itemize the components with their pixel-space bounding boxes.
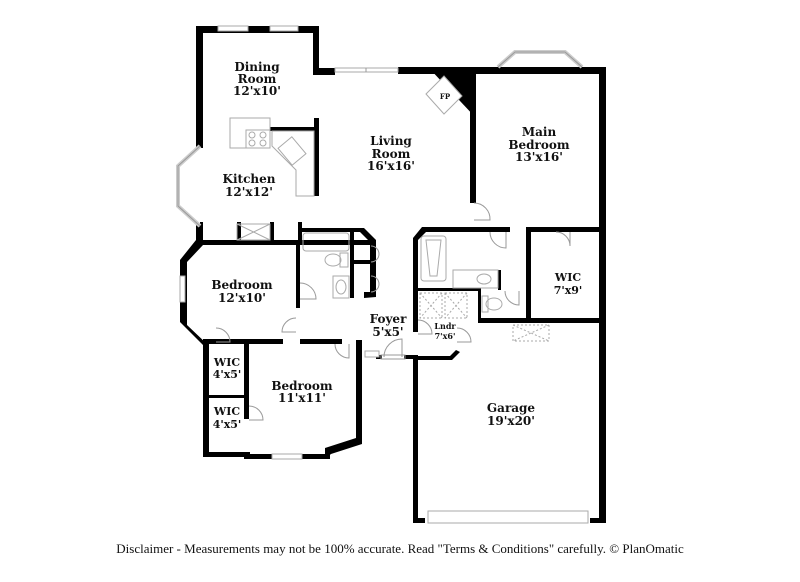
svg-text:FP: FP <box>440 92 451 101</box>
svg-text:7'x9': 7'x9' <box>554 284 583 297</box>
svg-text:Bedroom: Bedroom <box>271 379 332 393</box>
svg-text:Room: Room <box>372 147 411 161</box>
svg-text:4'x5': 4'x5' <box>213 368 242 381</box>
room-label-kitchen: Kitchen 12'x12' <box>223 172 276 199</box>
fireplace: FP <box>425 75 463 115</box>
cooktop <box>245 129 271 149</box>
vanity <box>452 269 499 289</box>
walls-bath-laundry <box>413 227 606 523</box>
garage-door <box>427 510 589 524</box>
bay-window <box>176 144 202 228</box>
svg-text:Bedroom: Bedroom <box>508 138 569 152</box>
room-label-wic-main: WIC 7'x9' <box>554 271 583 297</box>
svg-text:WIC: WIC <box>213 356 240 369</box>
disclaimer-text: Disclaimer - Measurements may not be 100… <box>116 541 684 556</box>
door-main-bedroom <box>473 202 491 221</box>
walls-main-bedroom <box>490 67 606 522</box>
window <box>269 25 299 32</box>
window <box>179 275 186 303</box>
hall-sink <box>332 275 350 299</box>
dryer <box>444 292 468 319</box>
walls-foyer <box>376 355 418 359</box>
hall-toilet <box>339 252 349 268</box>
svg-text:Room: Room <box>238 72 277 86</box>
garage-shelf <box>512 324 550 342</box>
door-wic-main <box>555 231 571 247</box>
toilet <box>481 295 489 313</box>
walls-living <box>398 67 606 203</box>
svg-text:4'x5': 4'x5' <box>213 418 242 431</box>
svg-text:Main: Main <box>522 125 557 139</box>
svg-text:Lndr: Lndr <box>434 321 456 331</box>
hall-bathtub <box>302 232 350 252</box>
washer <box>419 292 443 319</box>
svg-text:7'x6': 7'x6' <box>435 331 456 341</box>
walls-west <box>180 222 376 459</box>
window <box>271 453 303 460</box>
svg-text:WIC: WIC <box>213 405 240 418</box>
room-label-wic-2: WIC 4'x5' <box>213 405 242 431</box>
svg-text:13'x16': 13'x16' <box>515 150 563 164</box>
svg-text:Foyer: Foyer <box>370 312 407 326</box>
svg-text:12'x12': 12'x12' <box>225 185 273 199</box>
svg-text:Living: Living <box>370 134 412 148</box>
walls-dining-kitchen <box>196 26 335 242</box>
room-label-garage: Garage 19'x20' <box>487 401 536 428</box>
svg-text:Bedroom: Bedroom <box>211 278 272 292</box>
front-door <box>383 338 403 358</box>
sink <box>277 136 307 166</box>
window <box>217 25 249 32</box>
svg-text:Dining: Dining <box>234 60 280 74</box>
svg-text:WIC: WIC <box>554 271 581 284</box>
svg-text:19'x20': 19'x20' <box>487 414 535 428</box>
room-label-wic-1: WIC 4'x5' <box>213 356 242 381</box>
svg-text:16'x16': 16'x16' <box>367 159 415 173</box>
room-label-laundry: Lndr 7'x6' <box>434 321 456 341</box>
room-label-dining: Dining Room 12'x10' <box>233 60 281 98</box>
bay-window-main <box>496 50 584 69</box>
room-label-main-bedroom: Main Bedroom 13'x16' <box>508 125 569 164</box>
closet-shelf <box>236 223 271 241</box>
svg-text:12'x10': 12'x10' <box>218 291 266 305</box>
svg-text:Garage: Garage <box>487 401 536 415</box>
svg-text:11'x11': 11'x11' <box>278 391 326 405</box>
room-label-foyer: Foyer 5'x5' <box>370 312 407 339</box>
kitchen-counter <box>271 130 315 197</box>
svg-text:5'x5': 5'x5' <box>372 325 403 339</box>
front-door-sidelight <box>364 350 380 358</box>
room-label-bedroom-2: Bedroom 11'x11' <box>271 379 332 405</box>
bathtub <box>420 235 447 282</box>
svg-text:12'x10': 12'x10' <box>233 84 281 98</box>
door-bath <box>489 231 507 249</box>
room-label-bedroom-1: Bedroom 12'x10' <box>211 278 272 305</box>
svg-text:Kitchen: Kitchen <box>223 172 276 186</box>
room-label-living: Living Room 16'x16' <box>367 134 415 173</box>
